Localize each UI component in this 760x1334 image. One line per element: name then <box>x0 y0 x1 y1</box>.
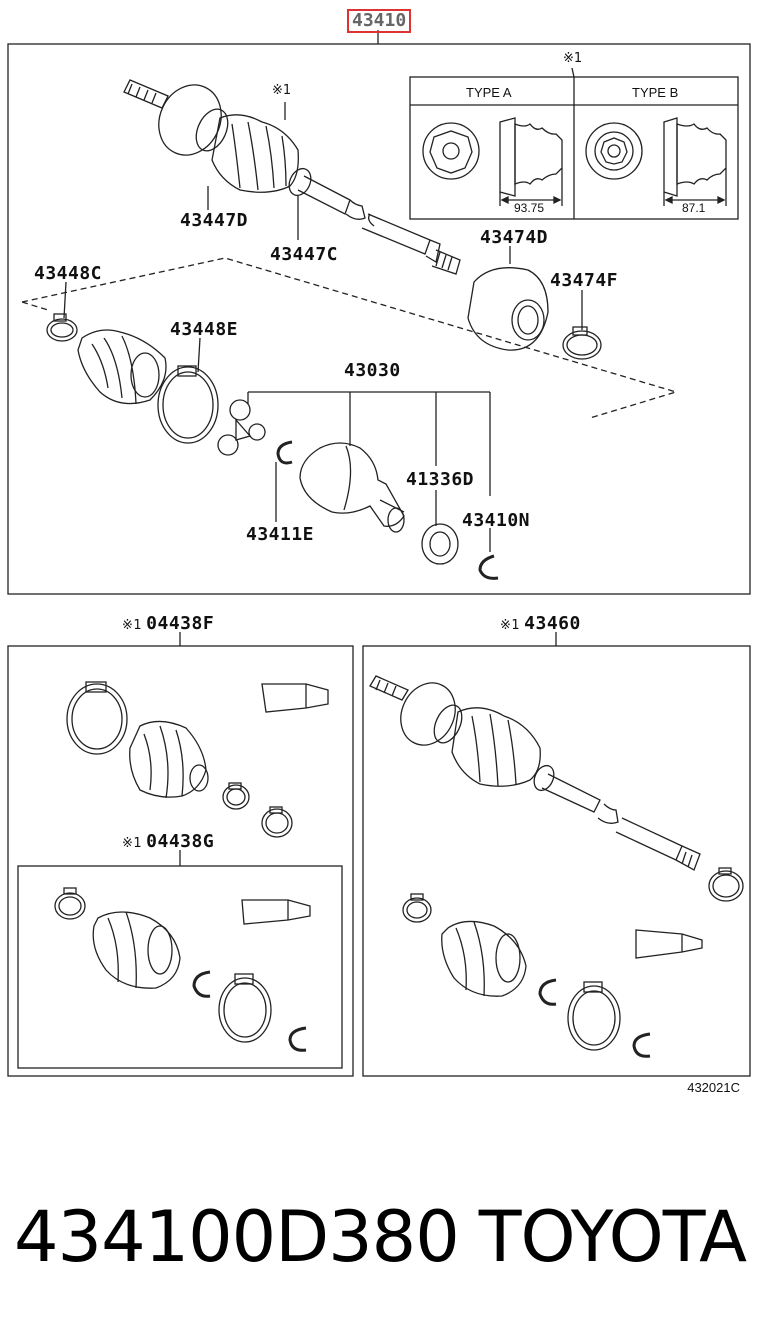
clamp-43474f <box>562 326 602 360</box>
kit-right-frame <box>362 645 751 1077</box>
kit-left-sub-parts <box>54 887 311 1052</box>
drive-shaft-assembly <box>123 79 461 275</box>
type-a-label: TYPE A <box>466 85 512 100</box>
type-b-joint-drawing <box>585 117 727 206</box>
kit-right-parts <box>369 675 744 1058</box>
note-mark-shaft: ※1 <box>272 83 292 98</box>
label-43030[interactable]: 43030 <box>344 360 401 381</box>
dimension-type-a: 93.75 <box>514 201 545 215</box>
tripod-joint <box>217 399 266 456</box>
kit-left-parts <box>66 681 329 838</box>
top-panel-frame <box>7 43 751 595</box>
boot-inner <box>77 329 167 405</box>
band-43448c <box>46 313 78 342</box>
main-part-number[interactable]: 43410 <box>347 9 412 33</box>
label-43474d[interactable]: 43474D <box>480 227 549 248</box>
note-mark: ※1 <box>500 618 521 633</box>
label-43448e[interactable]: 43448E <box>170 319 239 340</box>
label-04438g-text: 04438G <box>146 831 215 852</box>
label-43447d[interactable]: 43447D <box>180 210 249 231</box>
footer-brand: TOYOTA <box>478 1196 747 1278</box>
type-a-joint-drawing <box>422 117 563 206</box>
dimension-type-b: 87.1 <box>682 201 706 215</box>
illustration-code: 432021C <box>687 1080 740 1095</box>
seal-41336d <box>421 523 459 565</box>
note-mark-type: ※1 <box>563 51 583 66</box>
label-04438f-text: 04438F <box>146 613 215 634</box>
type-b-label: TYPE B <box>632 85 679 100</box>
label-43447c[interactable]: 43447C <box>270 244 339 265</box>
note-mark: ※1 <box>122 836 143 851</box>
label-43474f[interactable]: 43474F <box>550 270 619 291</box>
snap-ring-43410n <box>478 554 499 580</box>
dashed-boundary <box>21 257 679 419</box>
parts-diagram <box>7 30 751 1077</box>
snap-ring-43411e <box>276 440 293 465</box>
dynamic-damper <box>467 267 549 351</box>
label-43460-text: 43460 <box>524 613 581 634</box>
kit-left-sub-frame <box>17 865 343 1069</box>
band-43448e <box>157 365 219 444</box>
footer-part-number: 434100D380 <box>14 1196 460 1278</box>
outboard-housing-43030 <box>299 442 405 533</box>
note-mark: ※1 <box>122 618 143 633</box>
label-43410n[interactable]: 43410N <box>462 510 531 531</box>
label-41336d[interactable]: 41336D <box>406 469 475 490</box>
label-43411e[interactable]: 43411E <box>246 524 315 545</box>
label-43448c[interactable]: 43448C <box>34 263 103 284</box>
footer-caption: 434100D380 TOYOTA <box>14 1192 747 1282</box>
